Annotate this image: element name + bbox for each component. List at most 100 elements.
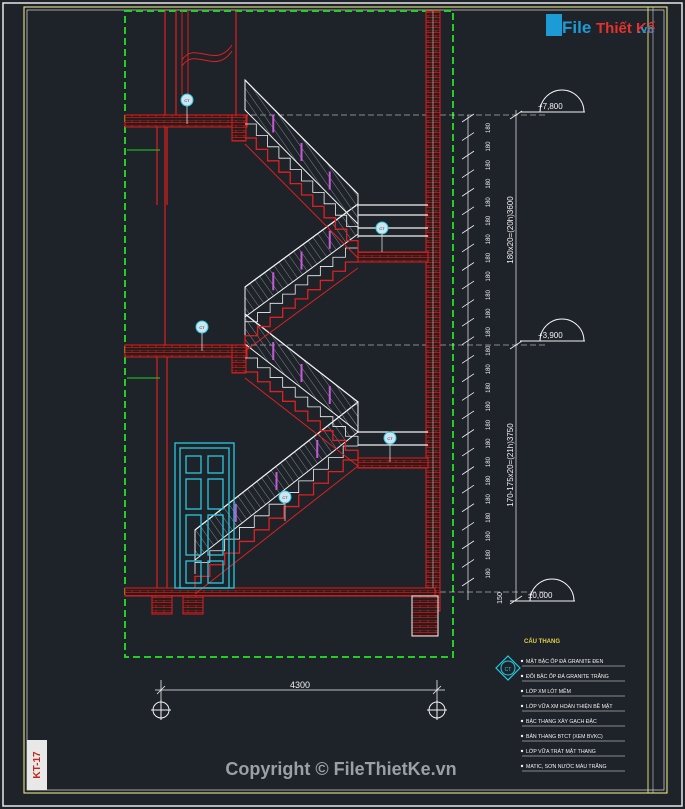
brand-logo: File Thiết Kế .vn	[546, 14, 656, 37]
level-label-1: +7,800	[538, 102, 563, 111]
dim-bottom-small: 150	[497, 592, 504, 604]
dim-tick-label: 180	[486, 141, 492, 152]
dim-tick	[461, 559, 475, 568]
dim-tick-label: 180	[486, 234, 492, 245]
dim-tick-label: 180	[486, 419, 492, 430]
dim-tick	[461, 280, 475, 290]
callout-code: CT	[379, 226, 385, 231]
dim-tick	[461, 169, 475, 179]
dim-tick	[461, 317, 475, 327]
material-legend: CẤU THANG CT MẶT BẬC ỐP ĐÁ GRANITE ĐENĐỐ…	[495, 638, 625, 772]
dim-tick	[461, 484, 475, 494]
legend-items: MẶT BẬC ỐP ĐÁ GRANITE ĐEN ĐỐI BẬC ỐP ĐÁ G…	[520, 658, 625, 772]
section-callouts: CT CT CT CT CT	[180, 93, 397, 521]
callout-4: CT	[383, 431, 397, 462]
dim-tick-label: 180	[486, 122, 492, 133]
sheet-tag-text: KT-17	[32, 751, 43, 779]
dim-tick	[461, 113, 475, 123]
dim-tick-label: 180	[486, 456, 492, 467]
dim-tick	[461, 354, 475, 364]
dim-tick-label: 180	[486, 512, 492, 523]
dim-tick	[461, 206, 475, 216]
stair-flight-2	[244, 312, 359, 467]
dim-tick	[461, 429, 475, 438]
grid-axis-markers	[151, 700, 447, 720]
dim-tick-label: 180	[486, 475, 492, 486]
dim-tick-major	[509, 340, 523, 350]
dim-tick	[461, 466, 475, 475]
dim-bottom-stack: 170-175x20=(21h)3750	[506, 423, 515, 507]
dim-tick	[461, 540, 475, 550]
callout-code: CT	[184, 98, 190, 103]
width-dimension: 4300	[155, 680, 445, 715]
legend-item: MẶT BẬC ỐP ĐÁ GRANITE ĐEN	[526, 658, 604, 665]
legend-bullet	[520, 659, 524, 663]
legend-bullet	[520, 719, 524, 723]
dim-tick	[461, 262, 475, 271]
floor-slabs	[124, 114, 439, 637]
legend-item: LỚP VỮA TRÁT MẶT THANG	[526, 748, 596, 755]
viewport-boundary	[124, 10, 454, 658]
dim-tick	[461, 225, 475, 234]
dim-tick	[461, 132, 475, 141]
dim-tick	[461, 447, 475, 457]
dim-tick	[461, 336, 475, 346]
legend-bullet	[520, 704, 524, 708]
legend-bullet	[520, 764, 524, 768]
left-structure	[156, 11, 237, 600]
level-label-2: +3,900	[538, 331, 563, 340]
dim-tick	[461, 299, 475, 308]
dim-tick-label: 180	[486, 159, 492, 170]
legend-callout-code: CT	[505, 667, 512, 673]
legend-bullet	[520, 689, 524, 693]
dim-tick-label: 180	[486, 401, 492, 412]
dim-tick-label: 180	[486, 549, 492, 560]
dim-tick-label: 180	[486, 345, 492, 356]
dim-tick-label: 180	[486, 438, 492, 449]
dim-tick-label: 180	[486, 382, 492, 393]
stair-flight-4	[244, 78, 359, 259]
dim-top-stack: 180x20=(20h)3600	[506, 196, 515, 264]
vertical-dimension-chain: 180 180 180 180 180 180 180 180 180 180 180 180 180 1…	[461, 110, 523, 605]
callout-3: CT	[195, 320, 209, 351]
stair-flights	[194, 78, 359, 595]
dim-tick-label: 180	[486, 568, 492, 579]
dim-tick-label: 180	[486, 215, 492, 226]
dim-tick-label: 180	[486, 494, 492, 505]
dim-tick	[461, 503, 475, 513]
dim-tick-label: 180	[486, 197, 492, 208]
dim-tick-label: 180	[486, 531, 492, 542]
legend-bullet	[520, 674, 524, 678]
stair-flight-1	[194, 400, 359, 595]
legend-bullet	[520, 749, 524, 753]
dim-tick-label: 180	[486, 271, 492, 282]
top-railing-profile	[181, 11, 233, 95]
dim-tick	[461, 392, 475, 401]
callout-code: CT	[199, 325, 205, 330]
callout-code: CT	[282, 495, 288, 500]
legend-item: BẢN THANG BTCT (XEM BVKC)	[526, 733, 603, 740]
dim-tick-major	[509, 595, 523, 605]
dim-ticks: 180 180 180 180 180 180 180 180 180 180 180 180 180 1…	[461, 110, 523, 605]
dim-tick-label: 180	[486, 326, 492, 337]
logo-thietke: Thiết Kế	[596, 20, 656, 37]
legend-item: LỚP XM LÓT MỀM	[526, 688, 571, 695]
callout-1: CT	[180, 93, 194, 124]
dim-tick-label: 180	[486, 178, 492, 189]
landing-railings	[358, 204, 428, 446]
legend-item: BẬC THANG XÂY GẠCH ĐẶC	[526, 718, 597, 725]
level-marker-3: ±0,000	[510, 578, 575, 602]
dim-tick-label: 180	[486, 289, 492, 300]
level-label-3: ±0,000	[528, 591, 553, 600]
dim-tick-major	[509, 110, 523, 120]
legend-item: ĐỐI BẬC ỐP ĐÁ GRANITE TRẮNG	[526, 672, 609, 680]
sheet-tag: KT-17	[27, 740, 47, 790]
logo-vn: .vn	[638, 24, 654, 36]
door	[174, 442, 235, 589]
dim-width: 4300	[290, 680, 310, 690]
dim-tick	[461, 410, 475, 420]
dim-tick-label: 180	[486, 308, 492, 319]
callout-5: CT	[278, 490, 292, 521]
